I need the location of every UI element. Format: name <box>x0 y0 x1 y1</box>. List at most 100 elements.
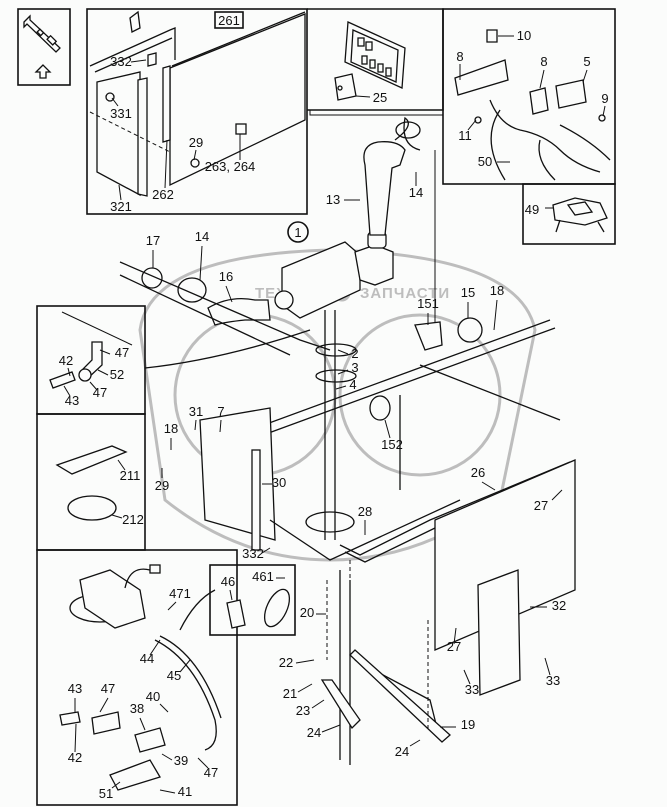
wiring-harness <box>454 29 611 181</box>
leader-51 <box>111 781 121 789</box>
leader-41 <box>159 789 176 794</box>
callout-2: 2 <box>351 346 358 361</box>
boxed-callout-frame <box>214 11 244 29</box>
leader-471 <box>167 601 177 611</box>
callout-8b: 8 <box>540 54 547 69</box>
leader-16 <box>225 285 233 303</box>
callout-52: 52 <box>110 367 124 382</box>
gasket-212 <box>67 495 117 521</box>
leader-52 <box>97 369 109 376</box>
callout-3: 3 <box>351 360 358 375</box>
relay-10 <box>486 29 498 43</box>
callout-212: 212 <box>122 512 144 527</box>
cover-49 <box>552 197 608 233</box>
control-switch <box>334 21 406 101</box>
clamp-14 <box>177 277 207 303</box>
leader-8b <box>539 69 545 89</box>
fuel-pump-inset <box>36 549 238 806</box>
control-unit-5 <box>555 79 587 109</box>
callout-42b: 42 <box>68 750 82 765</box>
callout-24b: 24 <box>395 744 409 759</box>
panel-inset <box>86 8 308 215</box>
divider <box>309 110 443 116</box>
filter-38 <box>134 727 166 753</box>
pipe-19 <box>349 649 451 743</box>
heater-panel <box>169 13 306 187</box>
callout-211: 211 <box>120 468 141 483</box>
callout-42a: 42 <box>59 353 73 368</box>
leader-29a <box>193 149 197 161</box>
plate-211 <box>55 445 128 475</box>
leader-2 <box>337 349 349 355</box>
callout-33a: 33 <box>465 682 479 697</box>
heater-body <box>281 241 361 319</box>
callout-46: 46 <box>221 574 235 589</box>
air-fittings <box>369 317 483 421</box>
callout-22: 22 <box>279 655 293 670</box>
leader-47b <box>89 381 98 391</box>
callout-25: 25 <box>373 90 387 105</box>
fitting-17 <box>141 267 163 289</box>
leader-11 <box>467 119 477 131</box>
callout-20: 20 <box>300 605 314 620</box>
inset-frames <box>17 8 616 806</box>
leader-47d <box>197 757 209 769</box>
leader-5 <box>582 69 588 83</box>
callout-30: 30 <box>272 475 286 490</box>
mount-plate <box>199 407 276 541</box>
elbow-inset <box>36 305 146 415</box>
leader-212 <box>111 514 123 519</box>
fuel-pump-assembly <box>59 564 222 791</box>
leader-42b <box>74 723 77 753</box>
leader-26 <box>481 481 496 491</box>
leader-21 <box>297 683 313 693</box>
bracket-151 <box>414 321 443 351</box>
leader-321 <box>118 184 122 201</box>
callout-47d: 47 <box>204 765 218 780</box>
callout-14b: 14 <box>195 229 209 244</box>
callout-29b: 29 <box>155 478 169 493</box>
callout-10: 10 <box>517 28 531 43</box>
callout-15: 15 <box>461 285 475 300</box>
callout-471: 471 <box>169 586 191 601</box>
callout-321: 321 <box>110 199 132 214</box>
callout-32: 32 <box>552 598 566 613</box>
callout-49: 49 <box>525 202 539 217</box>
frame-structure <box>199 319 576 765</box>
leader-4 <box>335 385 347 390</box>
clamp-set <box>226 588 291 629</box>
leader-33a <box>463 669 471 685</box>
callout-4: 4 <box>349 377 356 392</box>
leader-47c <box>99 697 109 713</box>
leader-47a <box>99 349 111 355</box>
grille-15 <box>457 317 483 343</box>
clamp-inset <box>209 564 296 636</box>
callout-33b: 33 <box>546 673 560 688</box>
heater-unit <box>119 116 421 540</box>
callout-43a: 43 <box>65 393 79 408</box>
callout-152: 152 <box>381 437 403 452</box>
leader-24b <box>409 739 421 747</box>
leader-27b <box>453 627 457 645</box>
callout-14a: 14 <box>409 185 423 200</box>
leader-45 <box>179 659 191 673</box>
callout-31: 31 <box>189 404 203 419</box>
leader-9 <box>602 105 606 117</box>
leader-23 <box>311 699 325 709</box>
leader-7 <box>219 419 222 433</box>
leader-39 <box>161 753 173 761</box>
leader-27a <box>551 489 563 501</box>
callout-51: 51 <box>99 786 113 801</box>
leader-152 <box>384 419 391 439</box>
callout-332a: 332 <box>110 54 132 69</box>
callout-151: 151 <box>417 296 439 311</box>
callout-9: 9 <box>601 91 608 106</box>
panel-32 <box>477 569 521 696</box>
elbow-duct-13 <box>363 141 406 236</box>
bracket-51 <box>109 759 161 791</box>
leader-43a <box>63 385 71 397</box>
callout-332b: 332 <box>242 546 264 561</box>
callout-21: 21 <box>283 686 297 701</box>
leader-40 <box>159 703 169 713</box>
